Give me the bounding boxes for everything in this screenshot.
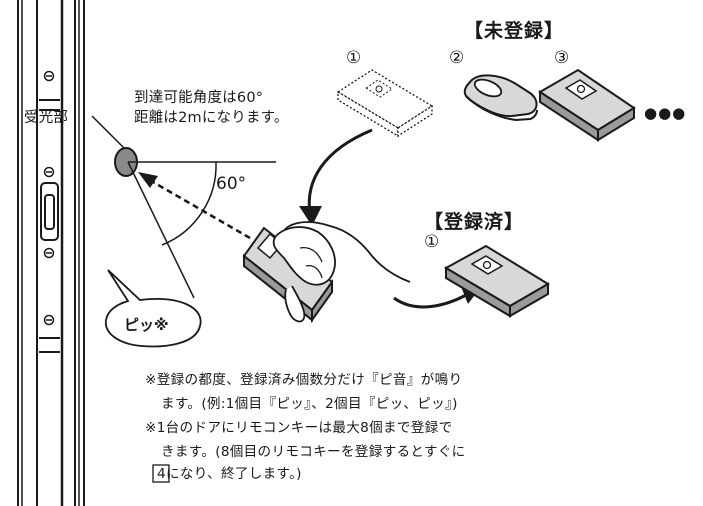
unregistered-key-3-icon — [538, 68, 636, 142]
note-line-5: 4になり、終了します。) — [157, 466, 302, 482]
unregistered-key-2-icon — [463, 74, 538, 122]
beep-bubble — [105, 269, 202, 348]
door-screws — [43, 70, 55, 326]
note-line-2: ます。(例:1個目『ピッ』、2個目『ピッ、ピッ』) — [161, 396, 458, 412]
angle-arc — [161, 161, 217, 246]
registered-key-icon — [443, 244, 550, 318]
note-line-4: きます。(8個目のリモコキーを登録するとすぐに — [161, 444, 466, 460]
range-lower-line — [127, 161, 195, 299]
registered-title: 【登録済】 — [424, 211, 525, 233]
beep-label: ピッ※ — [124, 316, 169, 334]
receiver-leader-line — [91, 115, 125, 149]
door-frame — [17, 0, 85, 506]
hand-with-key-illustration — [242, 221, 411, 324]
ir-beam-dashed — [152, 180, 251, 240]
curved-arrow-down — [307, 128, 373, 215]
more-keys-dots: ●●● — [644, 104, 687, 122]
note-line-3: ※1台のドアにリモコンキーは最大8個まで登録で — [145, 420, 453, 436]
unregistered-marker-1: ① — [346, 48, 362, 68]
unregistered-marker-3: ③ — [554, 48, 570, 68]
note-line-1: ※登録の都度、登録済み個数分だけ『ピ音』が鳴り — [145, 372, 463, 388]
step-4-box — [152, 464, 170, 483]
curved-arrow-right — [393, 292, 469, 309]
range-description-line-2: 距離は2mになります。 — [134, 110, 289, 126]
receiver-label: 受光部 — [24, 110, 69, 126]
angle-label: 60° — [216, 174, 247, 194]
ir-beam-arrowhead — [138, 172, 158, 188]
unregistered-title: 【未登録】 — [464, 20, 565, 42]
unregistered-marker-2: ② — [449, 48, 465, 68]
range-description-line-1: 到達可能角度は60° — [134, 90, 264, 106]
curved-arrow-down-head — [299, 206, 322, 226]
registered-marker-1: ① — [424, 232, 440, 252]
unregistered-key-1-icon — [336, 69, 434, 138]
